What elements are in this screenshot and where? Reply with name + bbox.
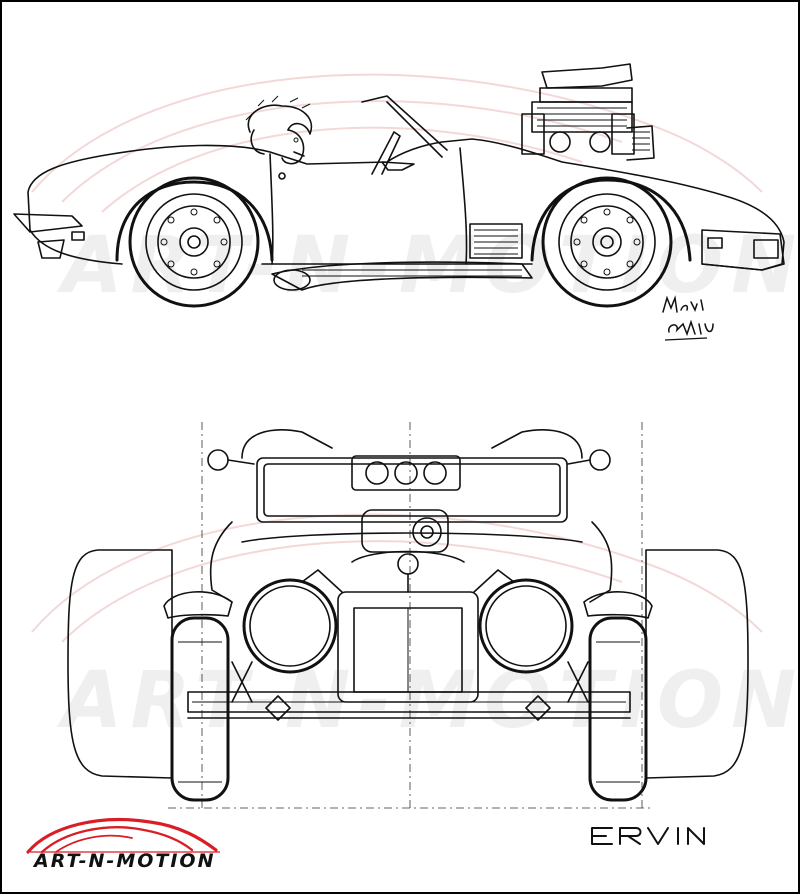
rear-wheel xyxy=(541,176,673,308)
driver-caricature xyxy=(245,95,313,165)
rear-tire-left xyxy=(67,549,173,779)
watermark-text-bottom: ART-N-MOTION xyxy=(56,656,798,746)
logo-swoosh-icon xyxy=(26,818,220,854)
front-view-hot-rod xyxy=(67,422,749,812)
ervin-signature xyxy=(591,827,705,845)
rear-tire-right xyxy=(645,549,749,779)
front-engine xyxy=(351,509,465,593)
art-n-motion-logo: ART-N-MOTION xyxy=(20,808,240,878)
side-view-car xyxy=(13,63,785,308)
watermark-text-top: ART-N-MOTION xyxy=(56,221,798,311)
blower-engine xyxy=(521,63,655,161)
headlight-left xyxy=(242,569,343,674)
logo-text: ART-N-MOTION xyxy=(34,850,216,872)
mark-ervin-signature xyxy=(662,295,714,341)
front-wheel xyxy=(128,176,260,308)
headlight-right xyxy=(473,569,574,674)
